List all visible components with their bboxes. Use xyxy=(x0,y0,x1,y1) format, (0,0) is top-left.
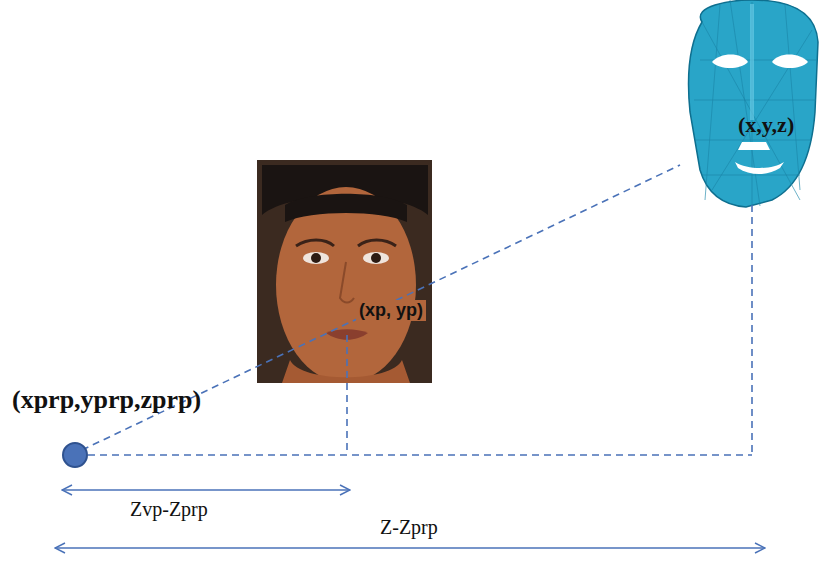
drop-line xyxy=(346,335,348,455)
face-photo xyxy=(257,160,432,383)
image-coordinate: (xp, yp) xyxy=(356,300,426,321)
projection-reference-point xyxy=(63,443,87,467)
axis-line xyxy=(88,454,752,456)
dimension-label: Zvp-Zprp xyxy=(130,498,208,521)
drop-line xyxy=(751,205,753,455)
dimension-label: Z-Zprp xyxy=(380,516,438,539)
dimension-arrow xyxy=(62,489,350,491)
dimension-arrow xyxy=(55,547,765,549)
point-coordinate: (xprp,yprp,zprp) xyxy=(12,385,201,415)
object-coordinate: (x,y,z) xyxy=(738,112,794,137)
face-mesh xyxy=(689,0,819,207)
